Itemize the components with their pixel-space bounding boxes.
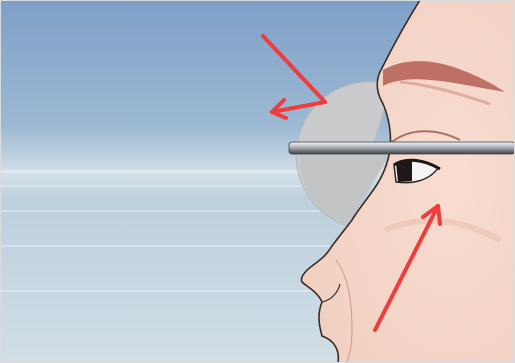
iris: [396, 161, 412, 182]
arrow-lower-head-b: [438, 206, 440, 224]
measuring-rod: [289, 142, 515, 154]
